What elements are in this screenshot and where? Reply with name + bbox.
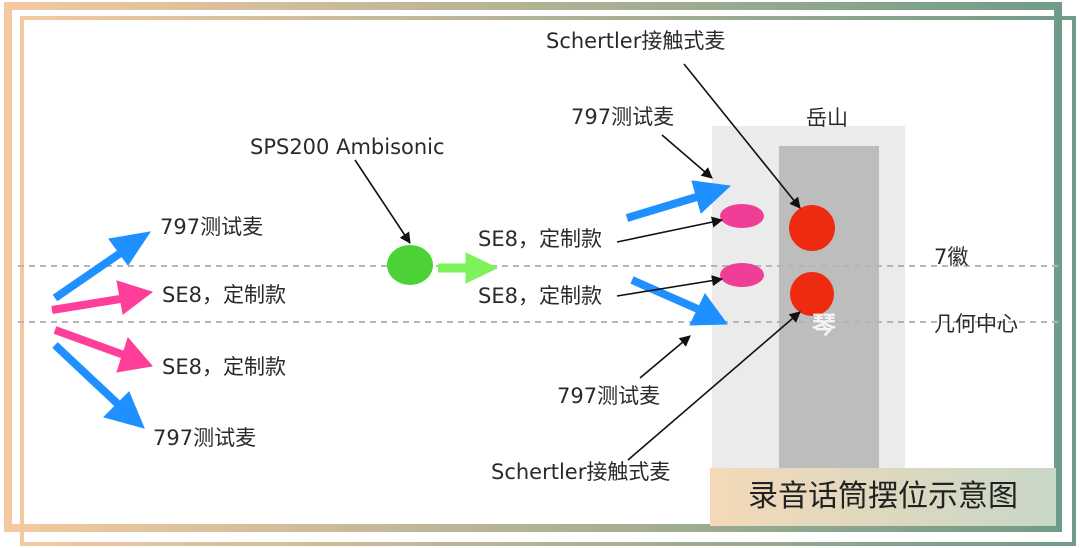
- label-797-right-bottom: 797测试麦: [557, 384, 661, 408]
- label-se8-right-top: SE8，定制款: [478, 227, 602, 251]
- label-yueshan: 岳山: [806, 106, 848, 130]
- pointer-schertler-bottom: [627, 311, 801, 461]
- outer-frame: [20, 16, 1076, 546]
- label-sps200: SPS200 Ambisonic: [250, 135, 445, 159]
- pointer-797-bottom: [639, 335, 691, 379]
- sps200-direction-arrow: [438, 252, 499, 284]
- left-arrow-se8-bottom: [53, 326, 153, 373]
- sps200-dot: [387, 245, 433, 285]
- left-arrow-797-top: [52, 231, 152, 302]
- left-arrow-797-bottom: [52, 342, 145, 429]
- instrument-body-text: 琴: [812, 311, 836, 339]
- label-hui7: 7徽: [934, 245, 969, 269]
- label-schertler-bottom: Schertler接触式麦: [491, 460, 671, 484]
- schertler-dot-top: [789, 205, 835, 251]
- label-se8-left-top: SE8，定制款: [162, 283, 286, 307]
- left-arrow-se8-top: [51, 280, 154, 315]
- label-797-right-top: 797测试麦: [571, 105, 675, 129]
- instrument-panel-inner: [779, 146, 879, 526]
- pointer-sps200: [354, 159, 411, 244]
- se8-dot-bottom: [720, 263, 764, 287]
- pointer-schertler-top: [683, 63, 801, 209]
- right-arrow-797-bottom: [630, 276, 728, 326]
- label-geometric-center: 几何中心: [934, 312, 1018, 336]
- label-schertler-top: Schertler接触式麦: [546, 29, 726, 53]
- label-797-left-bottom: 797测试麦: [153, 426, 257, 450]
- se8-dot-top: [720, 204, 764, 228]
- label-se8-right-bottom: SE8，定制款: [478, 284, 602, 308]
- label-se8-left-bottom: SE8，定制款: [162, 355, 286, 379]
- pointer-797-top: [661, 134, 713, 179]
- pointer-se8-bottom: [616, 275, 724, 297]
- schertler-dot-bottom: [790, 272, 834, 316]
- pointer-se8-top: [616, 216, 724, 243]
- right-arrow-797-top: [625, 180, 732, 222]
- diagram-caption: 录音话筒摆位示意图: [710, 468, 1056, 526]
- label-797-left-top: 797测试麦: [160, 215, 264, 239]
